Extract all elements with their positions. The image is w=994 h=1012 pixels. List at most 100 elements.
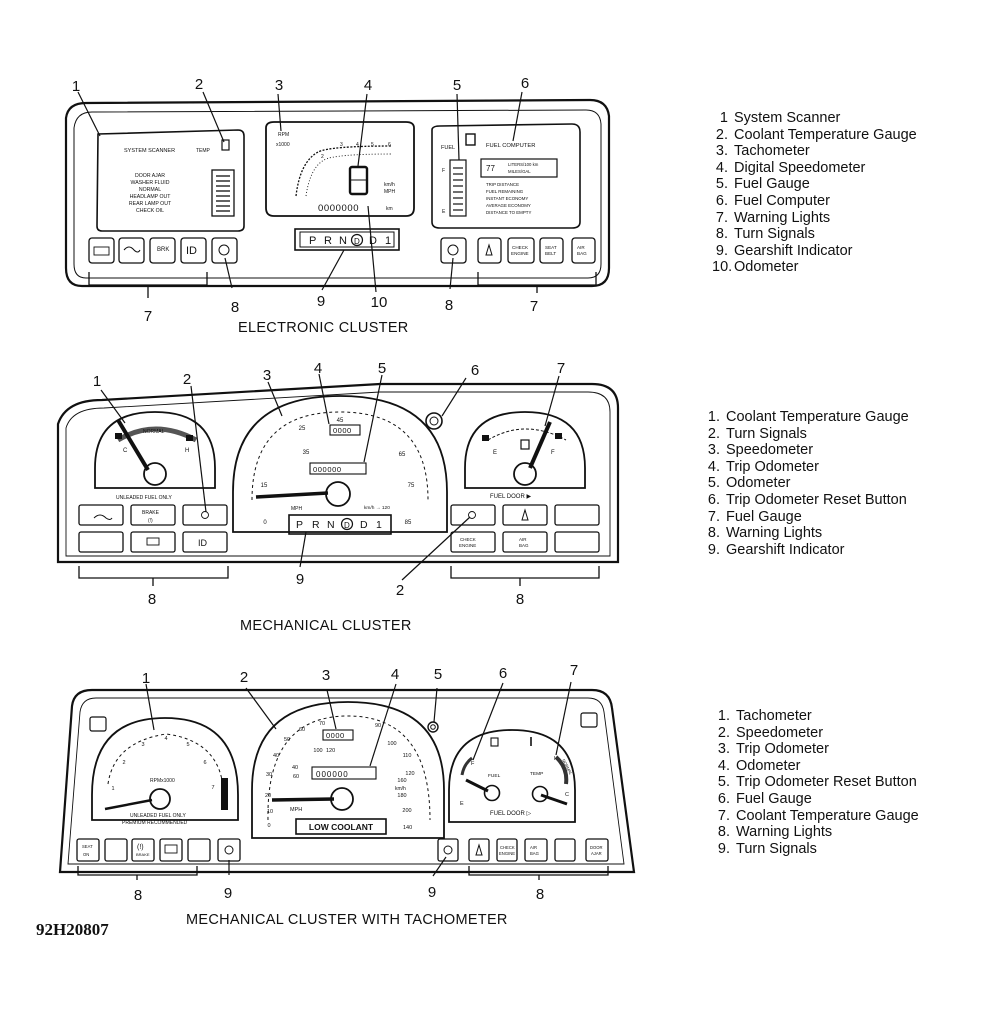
electronic-leader-lines [77, 91, 523, 293]
svg-text:C: C [565, 792, 569, 798]
svg-text:4: 4 [164, 736, 167, 742]
legend-item: 6.Fuel Computer [715, 192, 830, 209]
svg-text:30: 30 [266, 772, 272, 778]
svg-text:FUEL DOOR ▶: FUEL DOOR ▶ [490, 494, 531, 500]
svg-text:5: 5 [378, 360, 386, 377]
svg-text:40: 40 [292, 765, 298, 771]
svg-text:0: 0 [263, 520, 267, 526]
svg-text:ID: ID [186, 245, 197, 257]
svg-text:180: 180 [397, 793, 406, 799]
svg-text:BAG: BAG [530, 851, 539, 856]
svg-text:MPH: MPH [384, 189, 396, 195]
svg-text:DOOR: DOOR [590, 845, 603, 850]
mech-gearshift-indicator [288, 514, 392, 535]
svg-text:BAG: BAG [519, 543, 529, 548]
svg-text:90: 90 [375, 723, 381, 729]
svg-text:5: 5 [371, 142, 374, 148]
svg-text:AIR: AIR [577, 245, 585, 250]
svg-text:20: 20 [265, 793, 271, 799]
svg-text:MILES/GAL: MILES/GAL [508, 169, 531, 174]
electronic-fuel-bargraph [449, 159, 467, 217]
svg-text:H: H [185, 448, 189, 454]
svg-text:D: D [369, 235, 377, 247]
svg-text:TEMP: TEMP [530, 771, 543, 777]
svg-text:RPMx1000: RPMx1000 [150, 778, 175, 784]
legend-item: 3.Trip Odometer [717, 741, 829, 758]
svg-text:0: 0 [267, 823, 270, 829]
svg-text:MPH: MPH [290, 807, 302, 813]
svg-text:C: C [123, 448, 128, 454]
svg-text:x1000: x1000 [276, 142, 290, 148]
legend-item: 5.Odometer [707, 475, 791, 492]
svg-text:1: 1 [93, 373, 101, 390]
svg-text:E: E [493, 450, 497, 456]
svg-text:D: D [344, 521, 350, 530]
svg-text:MPH: MPH [291, 506, 303, 512]
legend-item: 10.Odometer [712, 259, 799, 276]
electronic-turn-signal-right [440, 237, 467, 264]
legend-item: 4.Odometer [717, 757, 801, 774]
svg-text:3: 3 [275, 77, 283, 94]
mt-speedometer: 0 10 20 30 40 50 60 70 90 100 110 120 40… [251, 701, 445, 839]
legend-item: 9.Turn Signals [717, 840, 817, 857]
svg-text:ENGINE: ENGINE [499, 851, 515, 856]
fuel-pump-icon [465, 133, 476, 146]
svg-text:45: 45 [337, 418, 344, 424]
svg-text:85: 85 [405, 520, 412, 526]
svg-text:6: 6 [388, 142, 391, 148]
svg-text:ENGINE: ENGINE [459, 543, 476, 548]
svg-text:AVERAGE ECONOMY: AVERAGE ECONOMY [486, 203, 531, 208]
svg-text:7: 7 [570, 662, 578, 679]
svg-text:5: 5 [186, 742, 189, 748]
system-scanner: SYSTEM SCANNER TEMP DOOR AJAR WASHER FLU… [96, 129, 245, 232]
mt-warning-lights-left: SEAT ON (!) BRAKE [76, 838, 211, 862]
svg-text:SEAT: SEAT [545, 245, 557, 250]
coolant-bargraph [211, 169, 235, 217]
svg-text:4: 4 [391, 666, 399, 683]
legend-item: 5.Fuel Gauge [715, 176, 810, 193]
svg-text:AIR: AIR [530, 845, 537, 850]
electronic-cluster: SYSTEM SCANNER TEMP DOOR AJAR WASHER FLU… [64, 75, 611, 325]
svg-text:F: F [551, 450, 555, 456]
svg-text:2: 2 [321, 154, 324, 160]
mech-callouts: 1 2 3 4 5 6 7 2 8 9 8 [93, 360, 565, 608]
svg-text:60: 60 [293, 774, 299, 780]
tach-speedo-screen: RPM x1000 2 3 4 5 6 km/h MPH 0000000 km [265, 121, 415, 217]
svg-text:D: D [354, 237, 360, 246]
svg-text:6: 6 [203, 760, 206, 766]
svg-text:R: R [324, 235, 332, 247]
svg-text:SEAT: SEAT [82, 844, 93, 849]
mechanical-cluster-housing [56, 382, 620, 564]
svg-text:70: 70 [319, 721, 325, 727]
svg-text:8: 8 [231, 299, 239, 316]
svg-text:2: 2 [183, 371, 191, 388]
svg-text:(!): (!) [137, 844, 144, 851]
svg-text:P: P [296, 519, 303, 531]
svg-text:ENGINE: ENGINE [511, 251, 529, 256]
svg-text:F: F [471, 761, 475, 767]
svg-text:2: 2 [396, 582, 404, 599]
figure-id: 92H20807 [36, 920, 109, 939]
electronic-callouts: 1 2 3 4 5 6 7 8 9 10 8 7 [72, 75, 538, 325]
mt-trip-reset-button [427, 721, 439, 733]
mt-warning-lights-right: CHECK ENGINE AIR BAG DOOR AJAR [468, 838, 609, 862]
svg-text:E: E [442, 209, 446, 215]
svg-text:BRAKE: BRAKE [142, 510, 160, 516]
svg-text:UNLEADED FUEL ONLY: UNLEADED FUEL ONLY [116, 495, 173, 501]
electronic-warning-lights-left: BRK ID [88, 237, 207, 264]
svg-text:7: 7 [557, 360, 565, 377]
legend-item: 8.Turn Signals [715, 226, 815, 243]
mt-turn-signal-right [437, 838, 459, 862]
svg-text:FUEL REMAINING: FUEL REMAINING [486, 189, 524, 194]
svg-text:CHECK: CHECK [500, 845, 515, 850]
legend-item: 7.Warning Lights [715, 209, 831, 226]
legend-item: 7.Fuel Gauge [707, 508, 802, 525]
electronic-gearshift-indicator: P R N D 1 D [294, 228, 400, 251]
mech-fuel-gauge: E F FUEL DOOR ▶ [464, 411, 586, 500]
svg-text:9: 9 [428, 884, 436, 901]
svg-text:5: 5 [453, 77, 461, 94]
svg-text:77: 77 [486, 164, 495, 173]
